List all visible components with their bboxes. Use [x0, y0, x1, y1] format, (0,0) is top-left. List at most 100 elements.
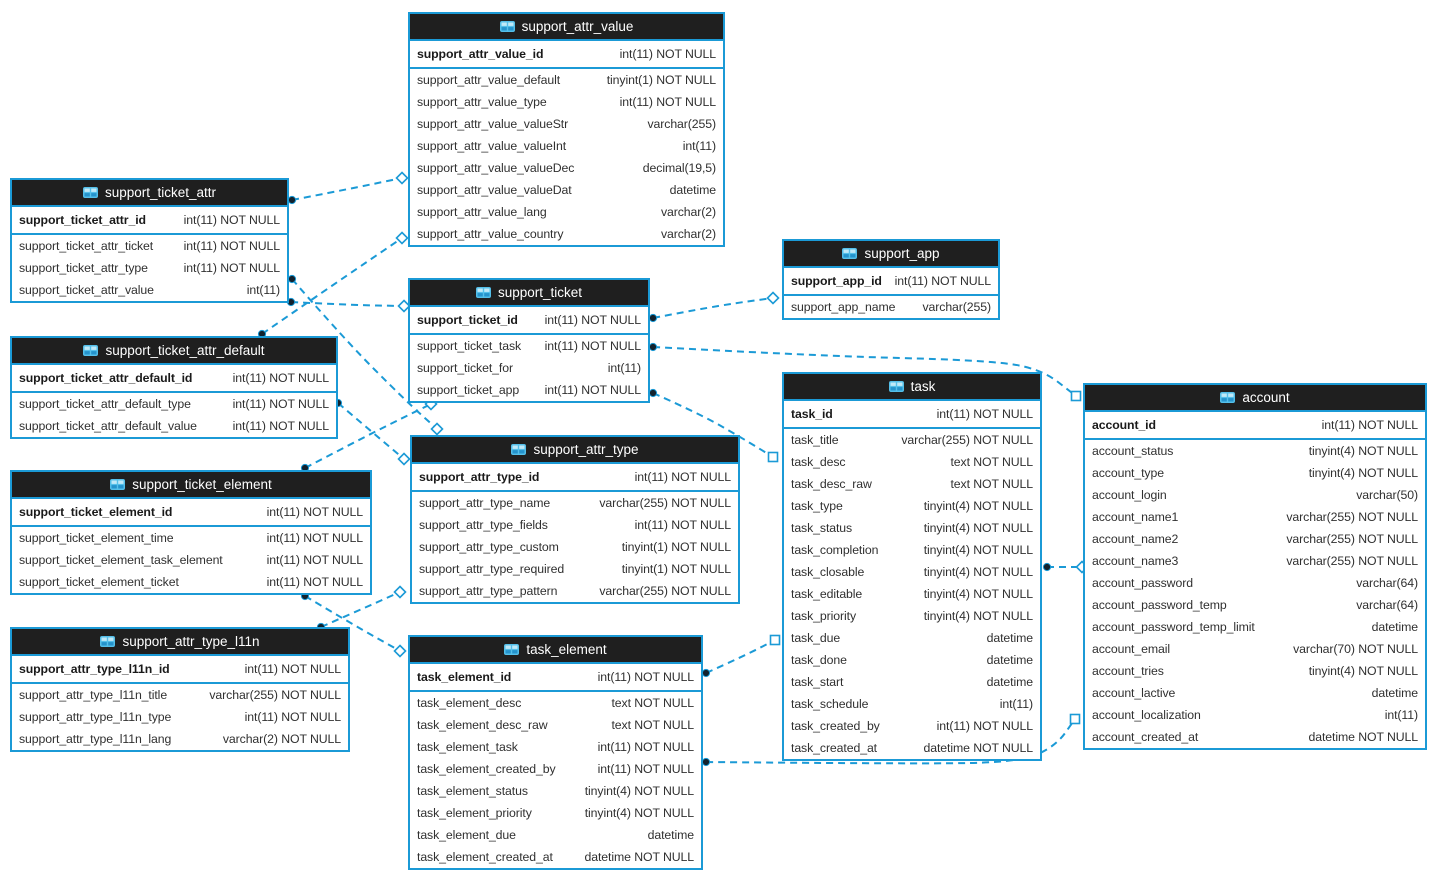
column-type: varchar(64)	[1356, 598, 1418, 612]
relationship-one-end-marker	[395, 231, 409, 245]
table-icon	[888, 381, 904, 392]
column-type: int(11) NOT NULL	[597, 740, 694, 754]
table-header[interactable]: support_ticket_attr_default	[12, 338, 336, 365]
relationship-line[interactable]	[652, 392, 774, 458]
relationship-line[interactable]	[304, 403, 432, 469]
column-name: support_attr_value_valueStr	[417, 117, 569, 131]
table-header[interactable]: support_attr_type_l11n	[12, 629, 348, 656]
column-name: support_attr_type_pattern	[419, 584, 558, 598]
column-type: int(11) NOT NULL	[894, 274, 991, 288]
relationship-task-account[interactable]	[1042, 560, 1089, 574]
column-name: support_ticket_attr_default_type	[19, 397, 191, 411]
relationship-line[interactable]	[291, 278, 438, 430]
relationship-support_ticket-support_app[interactable]	[648, 291, 780, 323]
column-type: varchar(70) NOT NULL	[1293, 642, 1418, 656]
column-name: task_done	[791, 653, 847, 667]
column-name: support_ticket_element_id	[19, 505, 173, 519]
table-header[interactable]: task_element	[410, 637, 701, 664]
table-name: account	[1242, 390, 1290, 405]
relationship-support_ticket-task[interactable]	[648, 388, 779, 463]
relationship-task_element-account[interactable]	[701, 713, 1081, 767]
relationship-line[interactable]	[652, 297, 774, 319]
column-name: task_closable	[791, 565, 865, 579]
column-name: task_desc_raw	[791, 477, 872, 491]
relationship-support_ticket_attr_default-support_attr_type[interactable]	[333, 398, 411, 466]
relationship-support_ticket_attr-support_attr_value[interactable]	[287, 171, 409, 205]
column-type: varchar(255) NOT NULL	[901, 433, 1033, 447]
relationship-line[interactable]	[320, 591, 401, 628]
relationship-line[interactable]	[290, 301, 405, 307]
relationship-many-end-dot	[648, 313, 658, 323]
relationship-task_element-task[interactable]	[701, 634, 781, 678]
column-name: task_element_priority	[417, 806, 532, 820]
relationship-support_ticket-account[interactable]	[648, 342, 1082, 402]
table-name: task_element	[526, 642, 607, 657]
relationship-line[interactable]	[291, 177, 403, 201]
relationship-line[interactable]	[705, 718, 1076, 765]
relationship-line[interactable]	[261, 237, 403, 335]
relationship-line[interactable]	[652, 346, 1077, 397]
column-name: account_name2	[1092, 532, 1179, 546]
table-header[interactable]: support_app	[784, 241, 998, 268]
column-type: int(11) NOT NULL	[936, 719, 1033, 733]
table-header[interactable]: support_ticket	[410, 280, 648, 307]
column-type: int(11) NOT NULL	[936, 407, 1033, 421]
column-type: text NOT NULL	[950, 455, 1033, 469]
column-name: task_editable	[791, 587, 863, 601]
column-type: int(11) NOT NULL	[244, 710, 341, 724]
table-header[interactable]: task	[784, 374, 1040, 401]
relationship-support_ticket_attr-support_ticket[interactable]	[286, 297, 411, 313]
relationship-one-end-marker	[767, 451, 779, 463]
table-header[interactable]: account	[1085, 385, 1425, 412]
column-name: task_start	[791, 675, 844, 689]
table-header[interactable]: support_attr_value	[410, 14, 723, 41]
table-header[interactable]: support_ticket_attr	[12, 180, 287, 207]
column-name: account_created_at	[1092, 730, 1199, 744]
column-name: support_attr_type_l11n_id	[19, 662, 170, 676]
relationship-line[interactable]	[337, 402, 405, 460]
column-type: datetime	[1371, 686, 1418, 700]
column-type: tinyint(1) NOT NULL	[621, 540, 731, 554]
relationship-support_ticket_attr-support_attr_type[interactable]	[287, 274, 444, 436]
relationship-line[interactable]	[705, 639, 776, 674]
table-header[interactable]: support_attr_type	[412, 437, 738, 464]
relationship-line[interactable]	[304, 595, 401, 652]
table-header[interactable]: support_ticket_element	[12, 472, 370, 499]
column-name: support_attr_value_valueDat	[417, 183, 572, 197]
column-name: support_attr_type_l11n_type	[19, 710, 172, 724]
column-type: varchar(255) NOT NULL	[209, 688, 341, 702]
table-support_attr_type_l11n[interactable]: support_attr_type_l11n support_attr_type_…	[10, 627, 350, 752]
table-icon	[511, 444, 527, 455]
column-name: account_localization	[1092, 708, 1201, 722]
column-type: int(11) NOT NULL	[634, 470, 731, 484]
table-support_ticket_attr_default[interactable]: support_ticket_attr_default support_ticke…	[10, 336, 338, 439]
column-name: task_completion	[791, 543, 879, 557]
